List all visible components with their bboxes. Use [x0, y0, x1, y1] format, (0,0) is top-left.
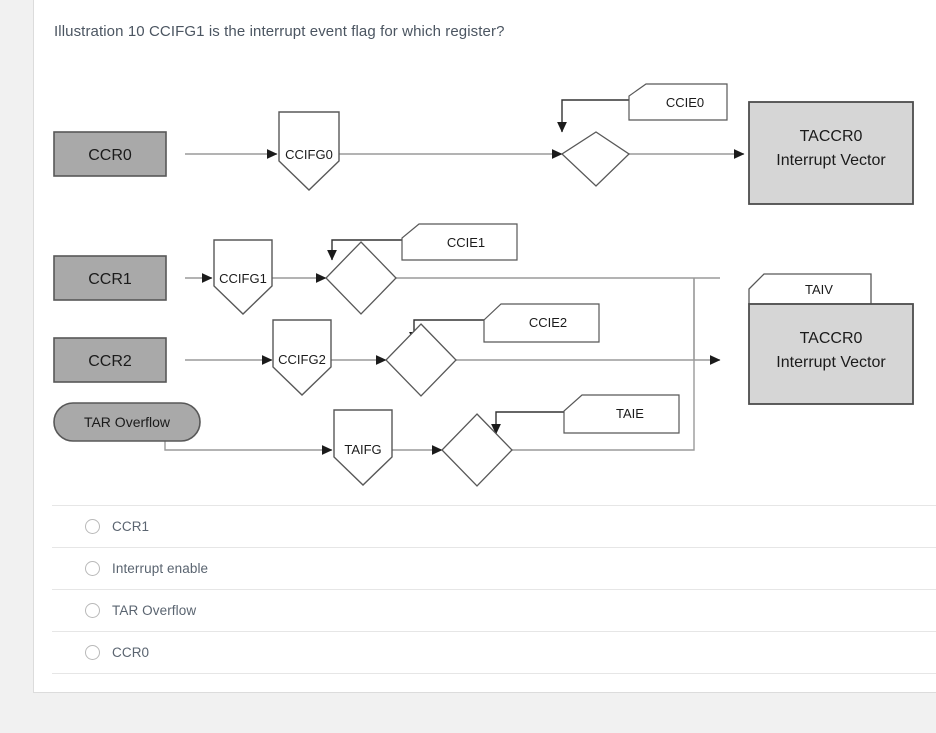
block-ccifg1-label: CCIFG1	[219, 271, 267, 286]
radio-button-interrupt-enable[interactable]	[85, 561, 100, 576]
block-ccr2-label: CCR2	[88, 353, 132, 370]
radio-button-ccr1[interactable]	[85, 519, 100, 534]
block-ccifg1: CCIFG1	[213, 239, 273, 315]
block-taiv-label: TAIV	[805, 282, 833, 297]
radio-button-tar-overflow[interactable]	[85, 603, 100, 618]
gate-ccie0	[560, 131, 631, 187]
option-label-ccr1: CCR1	[112, 519, 150, 534]
answer-options-list: CCR1 Interrupt enable TAR Overflow CCR0	[52, 505, 936, 674]
block-vector-bottom: TAIV TACCR0 Interrupt Vector	[748, 273, 914, 405]
option-row-tar-overflow[interactable]: TAR Overflow	[52, 589, 936, 631]
block-taifg-label: TAIFG	[344, 442, 381, 457]
block-ccr1: CCR1	[53, 255, 167, 301]
edge-ccie1-to-gate1	[327, 239, 402, 261]
block-vector-top-line2: Interrupt Vector	[776, 152, 886, 169]
block-ccr2: CCR2	[53, 337, 167, 383]
block-ccifg0-label: CCIFG0	[285, 147, 333, 162]
block-ccifg2: CCIFG2	[272, 319, 332, 396]
gate-taie	[441, 413, 513, 487]
option-label-interrupt-enable: Interrupt enable	[112, 561, 209, 576]
gate-ccie2	[385, 323, 457, 397]
edge-taie-to-gate3	[491, 411, 564, 435]
block-ccifg2-label: CCIFG2	[278, 352, 326, 367]
block-vector-top-line1: TACCR0	[800, 128, 863, 145]
block-taie: TAIE	[563, 394, 680, 434]
gate-ccie1	[325, 241, 397, 315]
block-ccie1-label: CCIE1	[447, 235, 485, 250]
block-tar-overflow: TAR Overflow	[53, 402, 201, 442]
option-label-tar-overflow: TAR Overflow	[112, 603, 197, 618]
radio-button-ccr0[interactable]	[85, 645, 100, 660]
block-ccie2: CCIE2	[483, 303, 600, 343]
block-ccr0: CCR0	[53, 131, 167, 177]
block-tar-overflow-label: TAR Overflow	[84, 414, 171, 430]
diagram-svg: CCR0 CCR1 CCR2 TAR Overflow CCI	[53, 83, 914, 487]
block-ccifg0: CCIFG0	[278, 111, 340, 191]
option-row-interrupt-enable[interactable]: Interrupt enable	[52, 547, 936, 589]
block-vector-bottom-line1: TACCR0	[800, 330, 863, 347]
vector-bottom-tab	[748, 273, 872, 305]
block-vector-top: TACCR0 Interrupt Vector	[748, 101, 914, 205]
option-row-ccr1[interactable]: CCR1	[52, 505, 936, 547]
edge-taroverflow-to-taifg	[164, 441, 333, 455]
question-card: Illustration 10 CCIFG1 is the interrupt …	[33, 0, 936, 693]
block-ccr0-label: CCR0	[88, 147, 132, 164]
timer-interrupt-diagram: CCR0 CCR1 CCR2 TAR Overflow CCI	[34, 62, 936, 502]
question-text: Illustration 10 CCIFG1 is the interrupt …	[54, 23, 505, 40]
block-ccr1-label: CCR1	[88, 271, 132, 288]
edge-ccie0-to-gate0	[557, 99, 629, 133]
block-taifg: TAIFG	[333, 409, 393, 486]
block-ccie1: CCIE1	[401, 223, 518, 261]
block-ccie0-label: CCIE0	[666, 95, 704, 110]
block-ccie2-label: CCIE2	[529, 315, 567, 330]
block-taie-label: TAIE	[616, 406, 644, 421]
option-label-ccr0: CCR0	[112, 645, 150, 660]
block-ccie0: CCIE0	[628, 83, 728, 121]
option-row-ccr0[interactable]: CCR0	[52, 631, 936, 674]
block-vector-bottom-line2: Interrupt Vector	[776, 354, 886, 371]
